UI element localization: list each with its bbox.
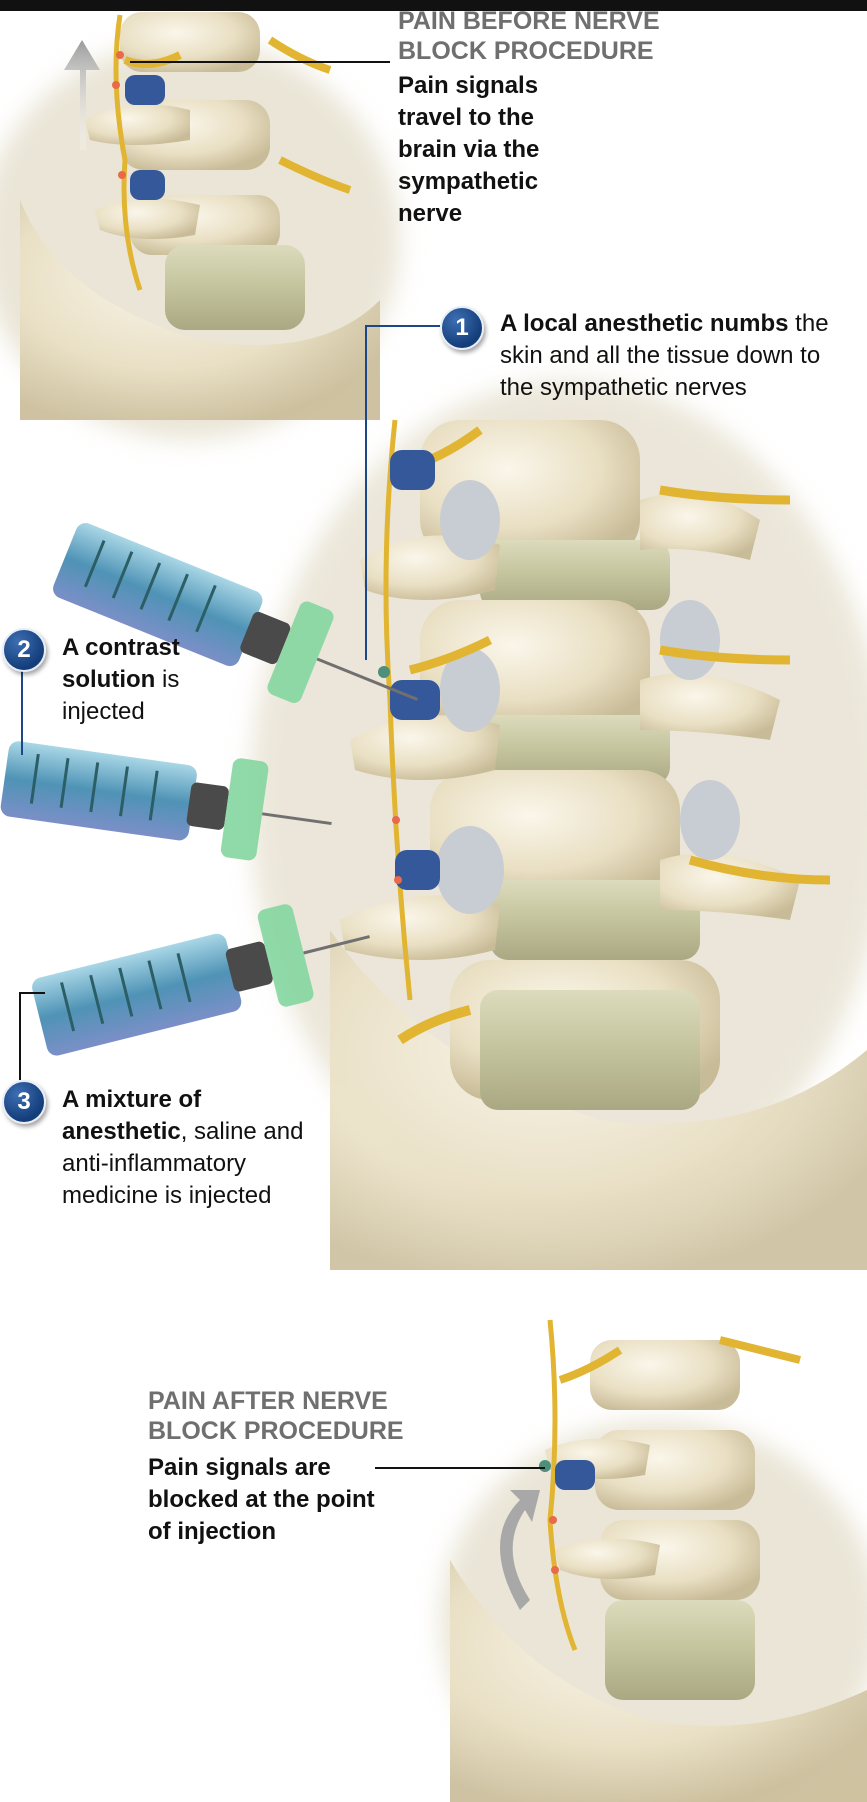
- step-3-line-3: anti-inflammatory: [62, 1148, 303, 1180]
- top-body-line: travel to the: [398, 102, 539, 134]
- step-3-bold: anesthetic: [62, 1118, 181, 1145]
- step-1-badge: 1: [440, 306, 484, 350]
- step-2-bold: solution: [62, 666, 155, 693]
- step-1-bold: A local anesthetic numbs: [500, 310, 789, 337]
- spine-illustration-main: [250, 380, 867, 1270]
- top-heading: PAIN BEFORE NERVE BLOCK PROCEDURE: [398, 6, 660, 66]
- top-body: Pain signals travel to the brain via the…: [398, 70, 539, 230]
- step-3-line-1: A mixture of: [62, 1084, 303, 1116]
- bottom-body-line: blocked at the point: [148, 1484, 375, 1516]
- spine-illustration-top: [0, 12, 400, 440]
- top-heading-line-1: PAIN BEFORE NERVE: [398, 6, 660, 36]
- bottom-body: Pain signals are blocked at the point of…: [148, 1452, 375, 1548]
- top-body-line: brain via the: [398, 134, 539, 166]
- step-3-badge: 3: [2, 1080, 46, 1124]
- step-2-badge: 2: [2, 628, 46, 672]
- step-2-line-2: solution is: [62, 664, 180, 696]
- step-3-text: A mixture of anesthetic, saline and anti…: [62, 1084, 303, 1212]
- step-3-line-4: medicine is injected: [62, 1180, 303, 1212]
- step-1-rest: the: [789, 310, 829, 337]
- bottom-heading-line-1: PAIN AFTER NERVE: [148, 1386, 404, 1416]
- step-2-line-3: injected: [62, 696, 180, 728]
- step-3-line-2: anesthetic, saline and: [62, 1116, 303, 1148]
- bottom-body-line: Pain signals are: [148, 1452, 375, 1484]
- step-2-line-1: A contrast: [62, 632, 180, 664]
- step-1-line-3: the sympathetic nerves: [500, 372, 867, 404]
- step-3-rest: , saline and: [181, 1118, 304, 1145]
- bottom-body-line: of injection: [148, 1516, 375, 1548]
- step-1-line-2: skin and all the tissue down to: [500, 340, 867, 372]
- top-heading-line-2: BLOCK PROCEDURE: [398, 36, 660, 66]
- step-1-line-1: A local anesthetic numbs the: [500, 308, 867, 340]
- step-1-text: A local anesthetic numbs the skin and al…: [500, 308, 867, 404]
- top-body-line: sympathetic: [398, 166, 539, 198]
- top-body-line: nerve: [398, 198, 539, 230]
- step-2-text: A contrast solution is injected: [62, 632, 180, 728]
- step-2-rest: is: [155, 666, 179, 693]
- bottom-heading: PAIN AFTER NERVE BLOCK PROCEDURE: [148, 1386, 404, 1446]
- bottom-heading-line-2: BLOCK PROCEDURE: [148, 1416, 404, 1446]
- top-body-line: Pain signals: [398, 70, 539, 102]
